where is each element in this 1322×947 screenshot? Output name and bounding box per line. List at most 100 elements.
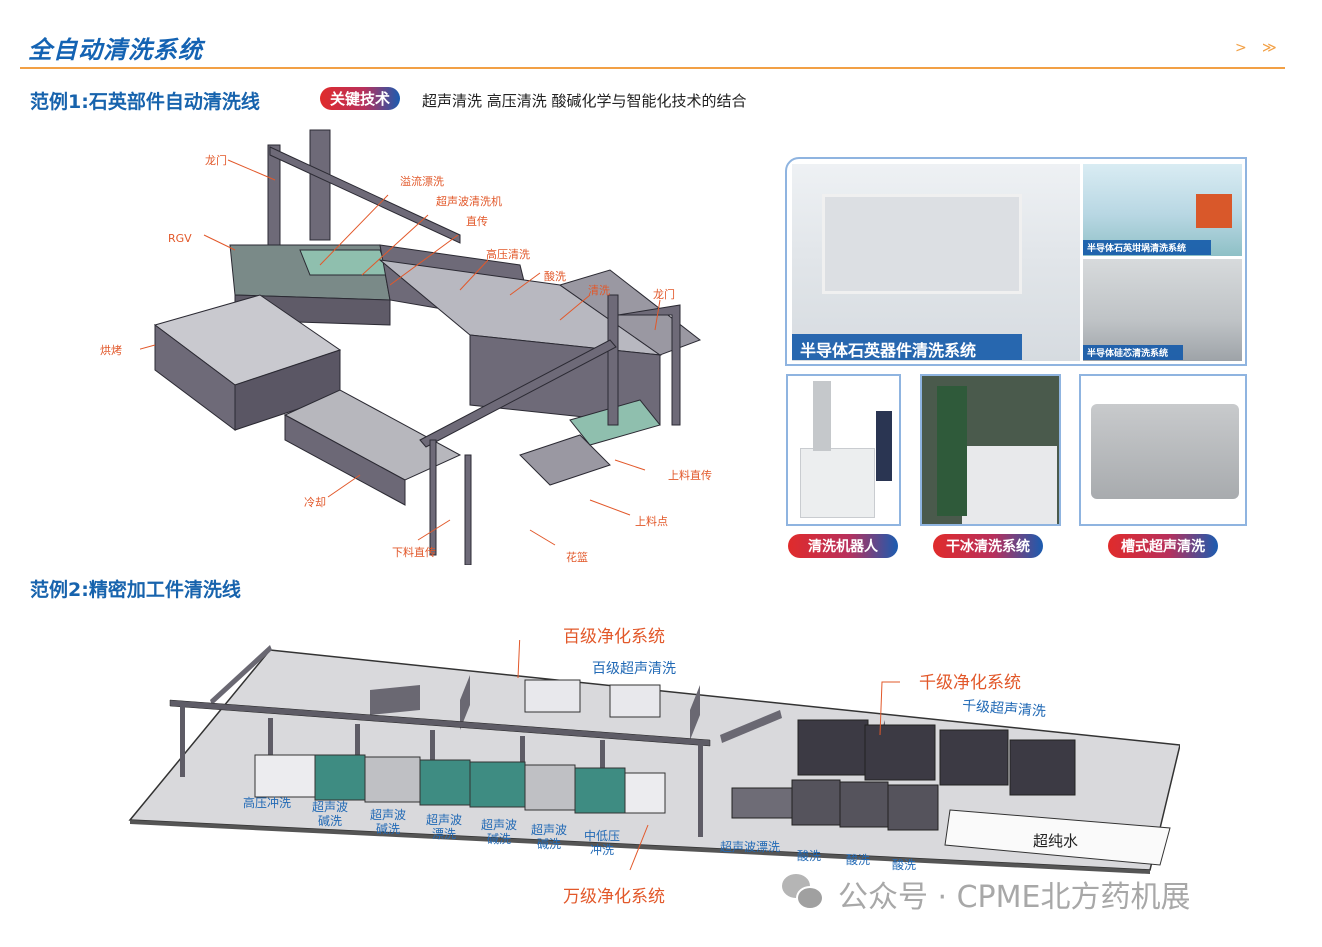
leader-class1000 <box>879 681 900 736</box>
operator-figure <box>876 411 892 481</box>
leader-baking <box>140 344 156 350</box>
station-line2: 碱洗 <box>537 837 562 851</box>
label-class100-system: 百级净化系统 <box>563 627 665 647</box>
label-class100-ultrasonic: 百级超声清洗 <box>592 661 676 677</box>
tank-machine <box>1091 404 1239 499</box>
robot-body <box>800 448 875 518</box>
robot-arm <box>813 381 831 451</box>
label-acid-wash: 酸洗 <box>544 270 566 283</box>
station-line2: 冲洗 <box>590 843 615 857</box>
station-line1: 超声波 <box>426 813 463 827</box>
leader-loading-point <box>589 499 631 516</box>
station-label-right: 超声波漂洗 <box>720 840 781 854</box>
leader-unloading <box>417 519 451 541</box>
photo-silicon-core: 半导体硅芯清洗系统 <box>1083 259 1242 361</box>
photo-quartz-crucible: 半导体石英坩埚清洗系统 <box>1083 164 1242 256</box>
label-overflow-rinse: 溢流漂洗 <box>400 175 444 188</box>
leader-class100 <box>517 640 521 679</box>
leader-rinse <box>559 294 591 321</box>
label-ultra-pure-water: 超纯水 <box>1033 832 1079 850</box>
quartz-line-diagram <box>140 129 702 565</box>
label-high-pressure: 高压清洗 <box>486 248 530 261</box>
leader-class10000 <box>629 824 649 871</box>
example2-title: 范例2:精密加工件清洗线 <box>30 579 241 601</box>
station-line2: 漂洗 <box>432 827 457 841</box>
photo-cleaning-robot <box>786 374 901 526</box>
label-class1000-system: 千级净化系统 <box>919 673 1021 693</box>
gantry-post-mid <box>309 129 331 241</box>
station-label-right: 酸洗 <box>846 853 871 867</box>
key-tech-description: 超声清洗 高压清洗 酸碱化学与智能化技术的结合 <box>422 92 747 110</box>
leader-cooling <box>327 474 361 498</box>
station-label: 超声波碱洗 <box>481 818 517 846</box>
station-label: 超声波碱洗 <box>531 823 567 851</box>
label-basket: 花篮 <box>566 551 588 564</box>
station-label: 中低压冲洗 <box>584 829 620 857</box>
station-line1: 超声波 <box>531 823 568 837</box>
leader-straight <box>389 234 459 286</box>
leader-acid <box>509 272 541 296</box>
leader-rgv <box>203 234 236 251</box>
next-page-arrow[interactable]: > <box>1235 40 1247 56</box>
station-label: 超声波碱洗 <box>370 808 406 836</box>
label-baking: 烘烤 <box>100 344 122 357</box>
label-gantry-right: 龙门 <box>653 288 675 301</box>
label-gantry-top: 龙门 <box>205 154 227 167</box>
station-label: 超声波漂洗 <box>426 813 462 841</box>
leader-loading-conveyor <box>614 459 646 471</box>
header-divider <box>20 67 1285 69</box>
label-loading-point: 上料点 <box>635 515 668 528</box>
ultra-pure-water-block <box>944 809 1171 866</box>
leader-highpressure <box>459 259 489 291</box>
caption-silicon-core: 半导体硅芯清洗系统 <box>1083 345 1183 360</box>
caption-quartz-crucible: 半导体石英坩埚清洗系统 <box>1083 240 1211 255</box>
photo-quartz-device: 半导体石英器件清洗系统 <box>792 164 1080 361</box>
key-tech-badge-label: 关键技术 <box>320 87 401 110</box>
page-title: 全自动清洗系统 <box>28 36 203 64</box>
green-cabinet <box>937 386 967 516</box>
label-straight-conveyor: 直传 <box>466 215 488 228</box>
key-tech-badge: 关键技术 <box>320 87 401 110</box>
floor-edge <box>130 820 1150 874</box>
photo-dry-ice <box>920 374 1061 526</box>
station-line1: 高压冲洗 <box>243 796 292 810</box>
label-loading-conveyor: 上料直传 <box>668 469 712 482</box>
example1-title: 范例1:石英部件自动清洗线 <box>30 91 260 113</box>
station-line1: 超声波 <box>370 808 407 822</box>
station-label-right: 酸洗 <box>797 849 822 863</box>
overhead-gantry <box>169 699 711 747</box>
caption-cleaning-robot: 清洗机器人 <box>788 534 898 558</box>
dry-ice-machine <box>962 446 1057 524</box>
leader-basket <box>529 529 556 546</box>
station-label: 超声波碱洗 <box>312 800 348 828</box>
wechat-icon <box>782 872 826 912</box>
photo-group-main: 半导体石英器件清洗系统 半导体石英坩埚清洗系统 半导体硅芯清洗系统 <box>785 157 1247 366</box>
leader-ultrasonic <box>361 214 429 276</box>
gantry-post-left <box>267 144 281 256</box>
label-cooling: 冷却 <box>304 496 326 509</box>
orange-door <box>1196 194 1232 228</box>
station-line1: 超声波 <box>481 818 518 832</box>
caption-tank-ultrasonic: 槽式超声清洗 <box>1108 534 1218 558</box>
station-line2: 碱洗 <box>487 832 512 846</box>
station-line2: 碱洗 <box>376 822 401 836</box>
gantry-beam <box>269 146 461 244</box>
leader-gantry-right <box>654 299 661 331</box>
watermark-text: 公众号 · CPME北方药机展 <box>838 880 1191 915</box>
leader-gantry-top <box>227 159 276 181</box>
label-rgv: RGV <box>168 232 192 245</box>
leader-overflow <box>319 194 389 266</box>
station-line2: 碱洗 <box>318 814 343 828</box>
machine-illustration <box>822 194 1022 294</box>
last-page-arrow[interactable]: ≫ <box>1262 40 1277 56</box>
label-unloading-conveyor: 下料直传 <box>392 546 436 559</box>
station-line1: 中低压 <box>584 829 621 843</box>
caption-dry-ice: 干冰清洗系统 <box>933 534 1043 558</box>
photo-tank-ultrasonic <box>1079 374 1247 526</box>
station-label-right: 酸洗 <box>892 858 917 872</box>
label-rinse: 清洗 <box>588 284 610 297</box>
station-line1: 超声波 <box>312 800 349 814</box>
label-class10000-system: 万级净化系统 <box>563 887 665 907</box>
label-ultrasonic-washer: 超声波清洗机 <box>436 195 502 208</box>
caption-quartz-device: 半导体石英器件清洗系统 <box>792 334 1022 360</box>
